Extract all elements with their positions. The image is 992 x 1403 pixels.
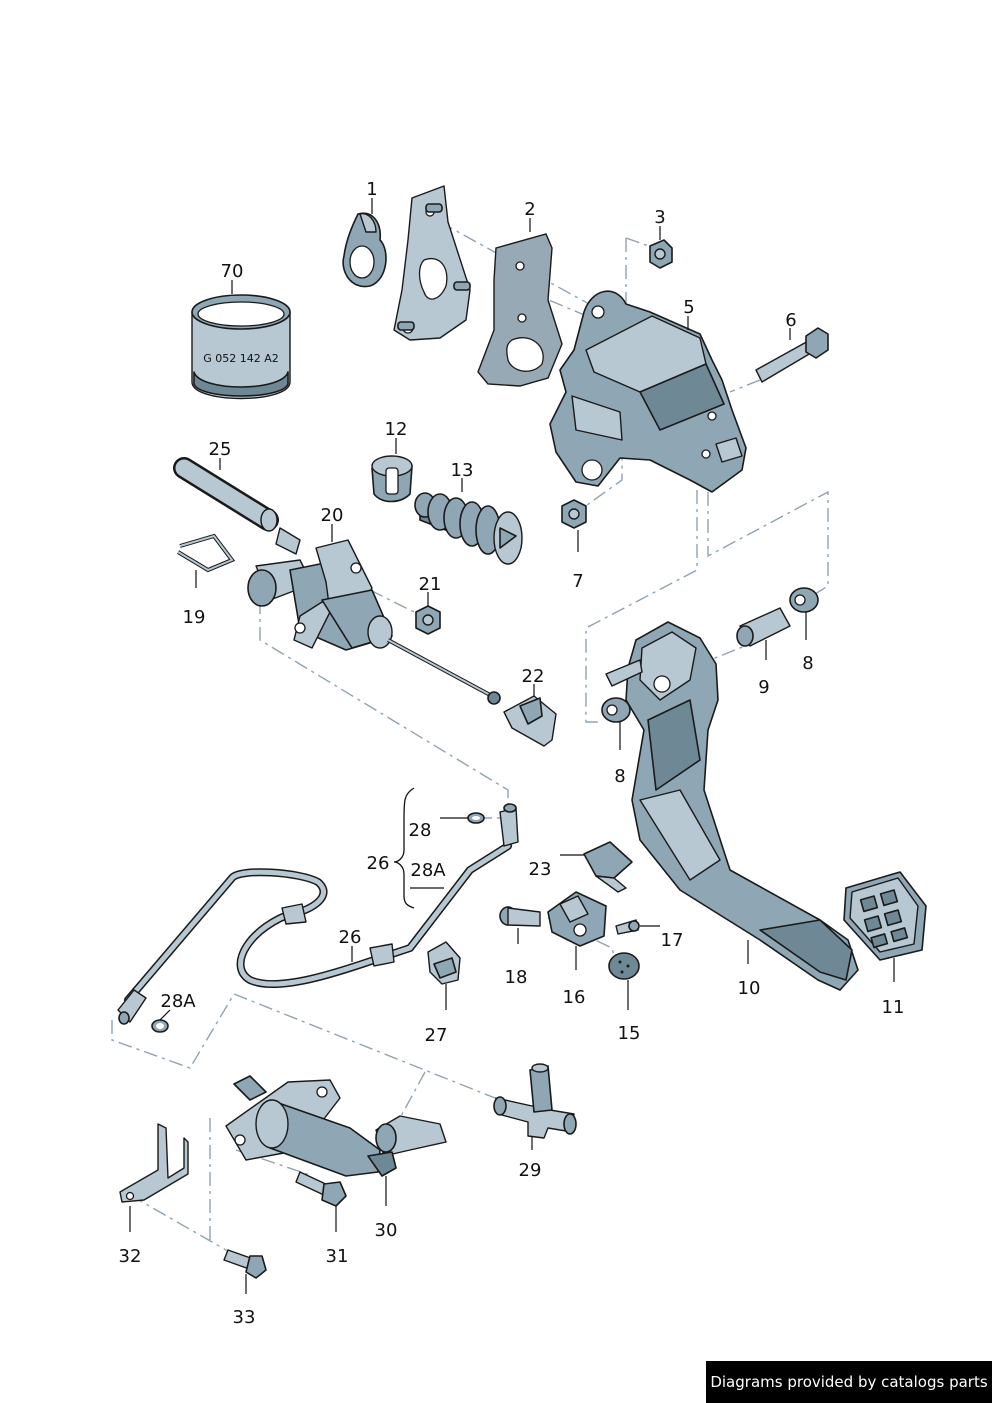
label-17: 17 bbox=[661, 930, 684, 951]
part-5-pedal-bracket bbox=[549, 290, 747, 493]
part-22-clip bbox=[503, 695, 557, 747]
label-26-group: 26 bbox=[367, 853, 390, 874]
part-13-spring bbox=[414, 492, 523, 565]
label-30: 30 bbox=[375, 1220, 398, 1241]
label-28A-lower: 28A bbox=[160, 991, 196, 1012]
label-7: 7 bbox=[572, 571, 583, 592]
label-18: 18 bbox=[505, 967, 528, 988]
label-21: 21 bbox=[419, 574, 442, 595]
part-3-nut bbox=[649, 239, 673, 269]
part-16-switch bbox=[547, 891, 607, 947]
group-brace-26 bbox=[393, 787, 415, 909]
part-9-sleeve bbox=[736, 607, 791, 647]
part-21-nut bbox=[415, 605, 441, 635]
label-33: 33 bbox=[233, 1307, 256, 1328]
part-26-hydraulic-line bbox=[117, 803, 519, 1025]
part-32-holder bbox=[119, 1123, 189, 1203]
label-20: 20 bbox=[321, 505, 344, 526]
part-2-gasket bbox=[477, 233, 563, 387]
label-9: 9 bbox=[758, 677, 769, 698]
part-33-bolt bbox=[223, 1249, 267, 1279]
leader-lines bbox=[129, 198, 895, 1294]
label-8-right: 8 bbox=[802, 653, 813, 674]
label-3: 3 bbox=[654, 207, 665, 228]
part-10-clutch-pedal bbox=[605, 621, 859, 991]
credit-banner: Diagrams provided by catalogs parts bbox=[706, 1361, 992, 1403]
part-8-bushing-right bbox=[789, 587, 819, 613]
part-70-ring-sleeve: G 052 142 A2 bbox=[191, 294, 291, 400]
label-8-left: 8 bbox=[614, 766, 625, 787]
label-2: 2 bbox=[524, 199, 535, 220]
part-15-damper bbox=[608, 952, 640, 980]
label-6: 6 bbox=[785, 310, 796, 331]
label-1: 1 bbox=[366, 179, 377, 200]
part-17-screw bbox=[615, 919, 640, 935]
label-26-line: 26 bbox=[339, 927, 362, 948]
part-7-nut bbox=[561, 499, 587, 529]
label-22: 22 bbox=[522, 666, 545, 687]
part-19-retaining-clip bbox=[176, 533, 236, 573]
part-28A-o-ring bbox=[151, 1019, 169, 1033]
label-32: 32 bbox=[119, 1246, 142, 1267]
part-31-screw bbox=[295, 1171, 347, 1207]
label-10: 10 bbox=[738, 978, 761, 999]
part-25-hose bbox=[173, 457, 301, 555]
label-11: 11 bbox=[882, 997, 905, 1018]
label-70: 70 bbox=[221, 261, 244, 282]
label-23: 23 bbox=[529, 859, 552, 880]
seal-plate bbox=[393, 185, 471, 341]
part-70-marking: G 052 142 A2 bbox=[203, 352, 279, 365]
label-13: 13 bbox=[451, 460, 474, 481]
part-29-t-piece bbox=[493, 1063, 577, 1139]
label-5: 5 bbox=[683, 297, 694, 318]
part-30-slave-cylinder bbox=[225, 1075, 447, 1177]
part-28-o-ring bbox=[467, 812, 485, 824]
label-16: 16 bbox=[563, 987, 586, 1008]
label-25: 25 bbox=[209, 439, 232, 460]
part-8-bushing-left bbox=[601, 697, 631, 723]
label-12: 12 bbox=[385, 419, 408, 440]
part-27-bracket-clip bbox=[427, 941, 461, 985]
part-20-master-cylinder bbox=[247, 539, 501, 705]
part-6-bolt bbox=[755, 327, 829, 383]
label-15: 15 bbox=[618, 1023, 641, 1044]
part-labels: 1 2 3 5 6 70 12 13 25 20 7 21 19 22 8 9 … bbox=[119, 179, 905, 1328]
label-29: 29 bbox=[519, 1160, 542, 1181]
part-18-pin bbox=[499, 906, 541, 927]
part-11-pedal-pad bbox=[843, 871, 927, 961]
label-28A: 28A bbox=[410, 860, 446, 881]
part-12-bushing bbox=[371, 455, 413, 503]
label-28: 28 bbox=[409, 820, 432, 841]
label-27: 27 bbox=[425, 1025, 448, 1046]
label-31: 31 bbox=[326, 1246, 349, 1267]
part-23-cover-cap bbox=[583, 841, 633, 893]
label-19: 19 bbox=[183, 607, 206, 628]
part-1-clip bbox=[342, 212, 387, 288]
